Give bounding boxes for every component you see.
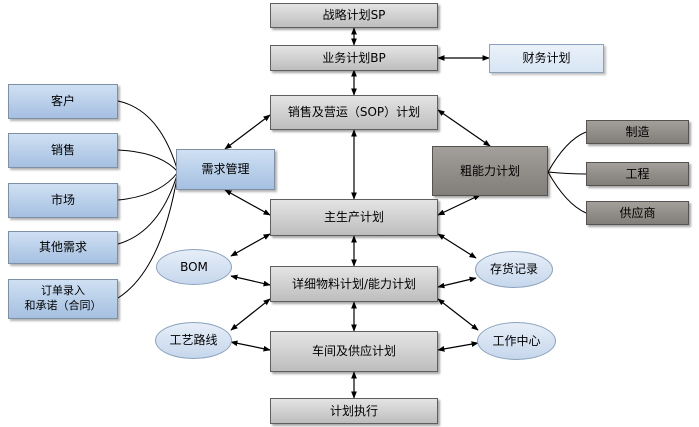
arrow-routing-workshop [230, 340, 271, 352]
master-production-box: 主生产计划 [270, 199, 438, 236]
inventory-label: 存货记录 [489, 262, 538, 277]
arrow-bom-mrp [230, 274, 271, 287]
link-customer-demand [117, 100, 179, 173]
link-order-demand [117, 171, 179, 299]
arrow-mps-capacity [437, 194, 481, 216]
arrow-demand-sop [224, 114, 271, 150]
strategy-plan-box: 战略计划SP [270, 3, 438, 28]
arrow-inventory-mrp [437, 276, 477, 289]
capacity-plan-box: 粗能力计划 [432, 146, 548, 196]
bom-ellipse: BOM [156, 249, 232, 285]
bom-label: BOM [180, 259, 208, 274]
arrow-workcenter-workshop [437, 341, 479, 352]
engineering-box: 工程 [586, 162, 689, 186]
arrow-mps-bom [230, 233, 271, 257]
execution-box: 计划执行 [270, 398, 438, 424]
arrow-routing-mrp [230, 298, 271, 331]
sales-box: 销售 [8, 133, 118, 168]
link-sales-demand [117, 149, 179, 173]
arrow-sop-capacity [437, 109, 491, 147]
other-demand-label: 其他需求 [38, 240, 87, 255]
arrow-workcenter-mrp [437, 298, 479, 331]
market-box: 市场 [8, 183, 118, 218]
strategy-plan-label: 战略计划SP [322, 8, 386, 23]
demand-mgmt-label: 需求管理 [201, 162, 250, 177]
order-entry-label-line2: 和承诺（合同） [24, 299, 102, 312]
customer-box: 客户 [8, 84, 118, 119]
material-capacity-label: 详细物料计划/能力计划 [291, 276, 417, 291]
business-plan-label: 业务计划BP [322, 50, 386, 65]
execution-label: 计划执行 [329, 403, 378, 418]
customer-label: 客户 [50, 94, 75, 109]
order-entry-label-line1: 订单录入 [41, 284, 85, 298]
business-plan-box: 业务计划BP [270, 45, 438, 71]
finance-plan-box: 财务计划 [489, 44, 604, 73]
sop-plan-label: 销售及营运（SOP）计划 [287, 105, 421, 120]
other-demand-box: 其他需求 [8, 231, 118, 264]
routing-ellipse: 工艺路线 [155, 322, 232, 359]
link-capacity-supplier [547, 171, 587, 214]
manufacturing-label: 制造 [625, 124, 650, 139]
link-market-demand [117, 171, 179, 201]
link-capacity-engineering [547, 171, 587, 175]
link-other-demand [117, 171, 179, 245]
order-entry-box: 订单录入 和承诺（合同） [8, 279, 118, 319]
supplier-box: 供应商 [586, 201, 689, 225]
arrow-demand-mps [224, 189, 271, 216]
engineering-label: 工程 [625, 166, 650, 181]
work-center-label: 工作中心 [492, 333, 541, 348]
arrow-mps-inventory [437, 233, 477, 259]
demand-mgmt-box: 需求管理 [176, 149, 275, 190]
workshop-supply-box: 车间及供应计划 [270, 331, 438, 372]
sop-plan-box: 销售及营运（SOP）计划 [270, 95, 438, 130]
manufacturing-box: 制造 [586, 120, 689, 144]
inventory-ellipse: 存货记录 [475, 251, 553, 288]
finance-plan-label: 财务计划 [522, 51, 571, 66]
market-label: 市场 [50, 193, 75, 208]
supplier-label: 供应商 [619, 205, 656, 220]
material-capacity-box: 详细物料计划/能力计划 [270, 266, 438, 302]
routing-label: 工艺路线 [169, 333, 218, 348]
master-production-label: 主生产计划 [323, 210, 384, 225]
capacity-plan-label: 粗能力计划 [459, 163, 520, 178]
work-center-ellipse: 工作中心 [477, 322, 556, 360]
link-capacity-manufacturing [547, 131, 587, 173]
sales-label: 销售 [50, 143, 75, 158]
workshop-supply-label: 车间及供应计划 [311, 344, 396, 359]
